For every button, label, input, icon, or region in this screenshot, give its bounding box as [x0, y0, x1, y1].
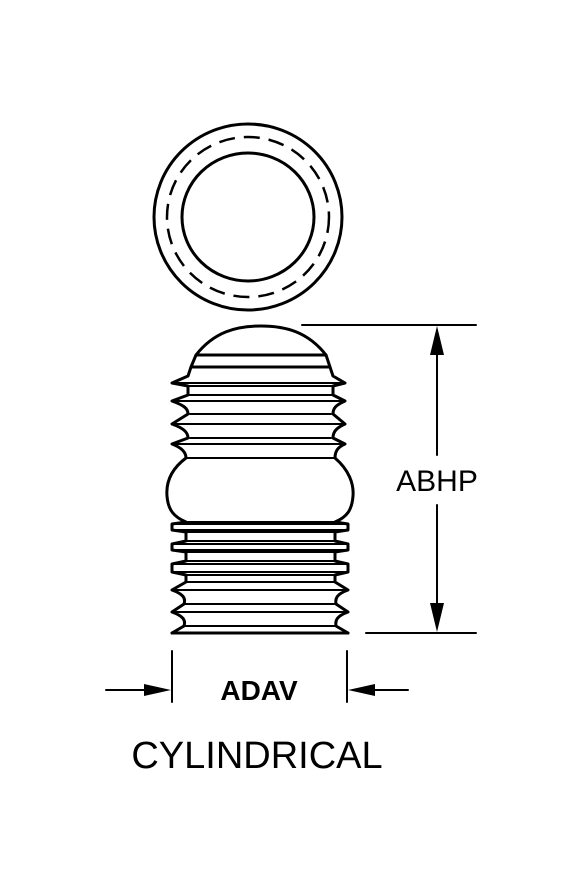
- width-dimension: ADAV: [105, 650, 409, 706]
- inner-ring: [180, 151, 316, 283]
- cap-band: [189, 353, 332, 369]
- height-arrowhead-up: [430, 326, 444, 355]
- width-arrowhead-left: [144, 684, 171, 696]
- rib-lines: [171, 382, 349, 627]
- height-dimension: ABHP: [301, 324, 478, 634]
- body-right-profile: [328, 365, 355, 635]
- outer-ring: [152, 122, 344, 312]
- hidden-ring-dashed: [165, 135, 331, 299]
- height-dimension-label: ABHP: [396, 465, 478, 498]
- side-view: [165, 324, 355, 635]
- dome-cap: [194, 324, 328, 357]
- shape-caption: CYLINDRICAL: [131, 735, 382, 777]
- width-arrowhead-right: [348, 684, 375, 696]
- height-arrowhead-down: [430, 603, 444, 632]
- top-view: [152, 122, 344, 312]
- body-left-profile: [165, 365, 193, 635]
- width-dimension-label: ADAV: [220, 675, 298, 706]
